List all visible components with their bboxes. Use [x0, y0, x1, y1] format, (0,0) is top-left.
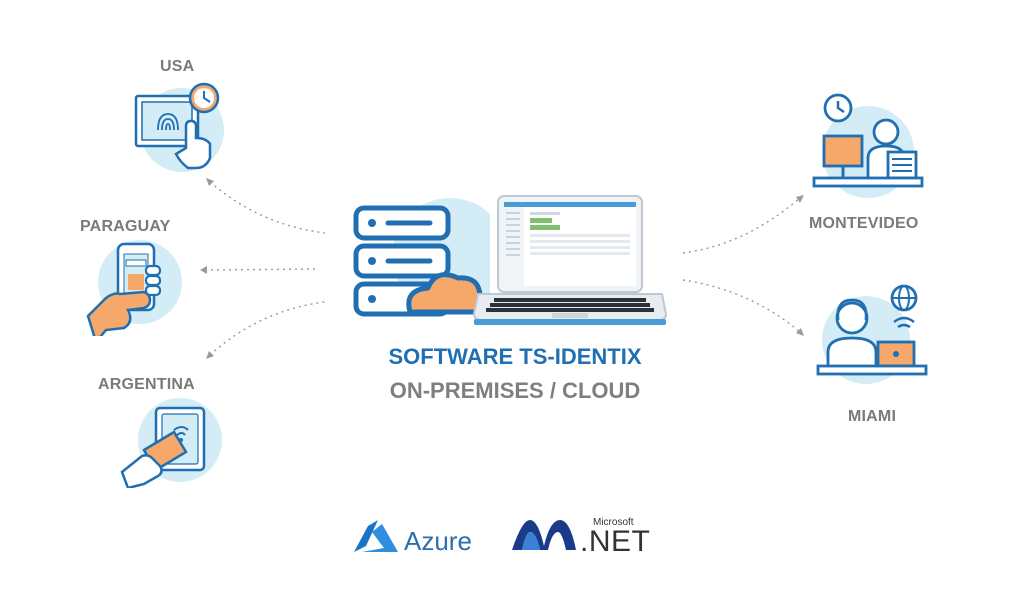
card-reader-icon [120, 398, 222, 488]
connector-usa [209, 181, 326, 234]
dotnet-logo-icon [512, 520, 576, 550]
microsoft-logo-text: Microsoft [593, 517, 634, 528]
connector-paraguay [204, 268, 319, 271]
fingerprint-clock-icon [134, 82, 224, 172]
label-montevideo: MONTEVIDEO [809, 215, 919, 232]
label-argentina: ARGENTINA [98, 376, 195, 393]
label-usa: USA [160, 58, 195, 75]
server-cloud-icon [353, 198, 490, 317]
connector-argentina [209, 301, 326, 356]
title-software: SOFTWARE TS-IDENTIX [388, 344, 642, 369]
connector-miami [682, 279, 801, 333]
laptop-icon [472, 195, 668, 325]
connector-montevideo [682, 197, 801, 254]
azure-logo-icon [354, 520, 398, 552]
azure-logo-text: Azure [404, 526, 472, 556]
title-deployment: ON-PREMISES / CLOUD [389, 378, 641, 403]
label-paraguay: PARAGUAY [80, 218, 171, 235]
remote-worker-globe-icon [816, 284, 928, 384]
dotnet-logo-text: .NET [580, 525, 651, 558]
office-worker-clock-icon [812, 93, 924, 198]
mobile-qr-icon [86, 240, 182, 336]
label-miami: MIAMI [848, 408, 897, 425]
